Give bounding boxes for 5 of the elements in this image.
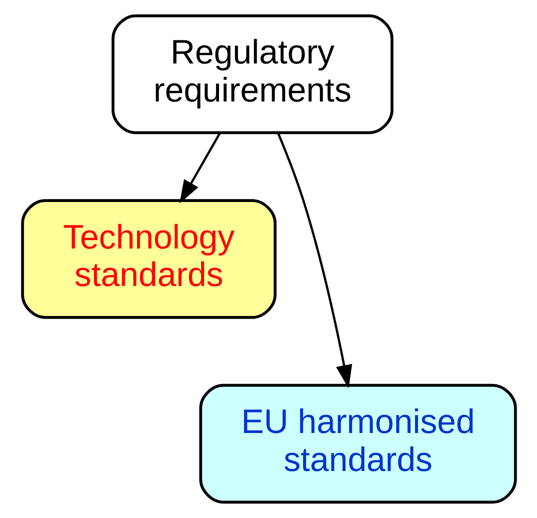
node-box: Technology standards [20,199,276,319]
node-box: EU harmonised standards [198,384,516,504]
node-box: Regulatory requirements [111,14,393,134]
arrow [276,132,352,388]
arrow [179,132,220,204]
